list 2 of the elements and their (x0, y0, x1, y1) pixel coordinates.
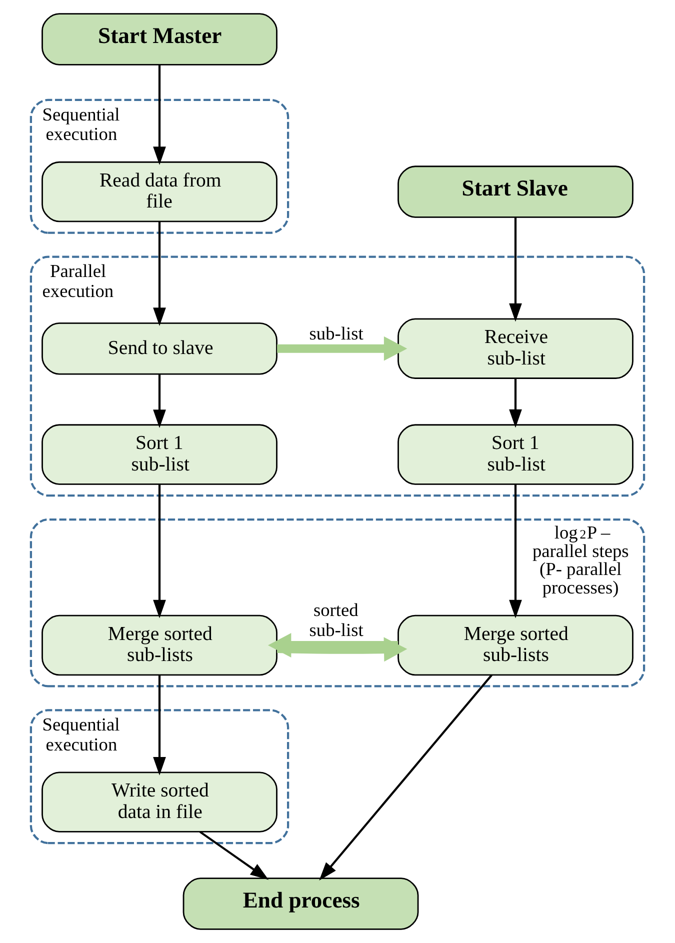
edge-label: sorted sub-list (309, 600, 364, 640)
edge-label: sub-list (309, 323, 364, 344)
